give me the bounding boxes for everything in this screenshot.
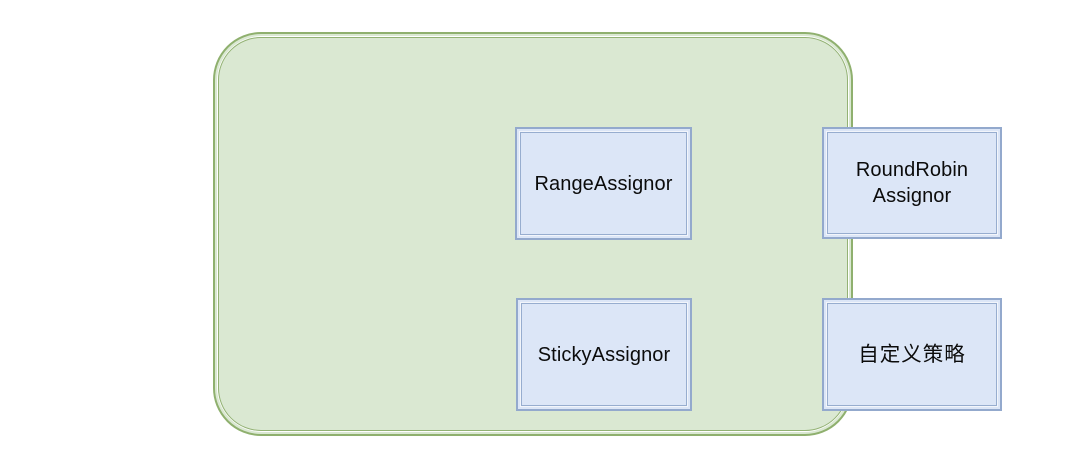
node-custom-strategy-label: 自定义策略 [858,342,966,366]
node-range-assignor[interactable]: RangeAssignor [515,127,692,240]
partition-assignor-group-container: RangeAssignor RoundRobin Assignor Sticky… [213,32,1002,436]
node-round-robin-assignor[interactable]: RoundRobin Assignor [822,127,1002,239]
node-sticky-assignor[interactable]: StickyAssignor [516,298,692,411]
node-range-assignor-label: RangeAssignor [534,172,673,195]
node-round-robin-assignor-label: RoundRobin Assignor [855,159,969,207]
node-sticky-assignor-label: StickyAssignor [537,343,671,366]
node-custom-strategy[interactable]: 自定义策略 [822,298,1002,411]
